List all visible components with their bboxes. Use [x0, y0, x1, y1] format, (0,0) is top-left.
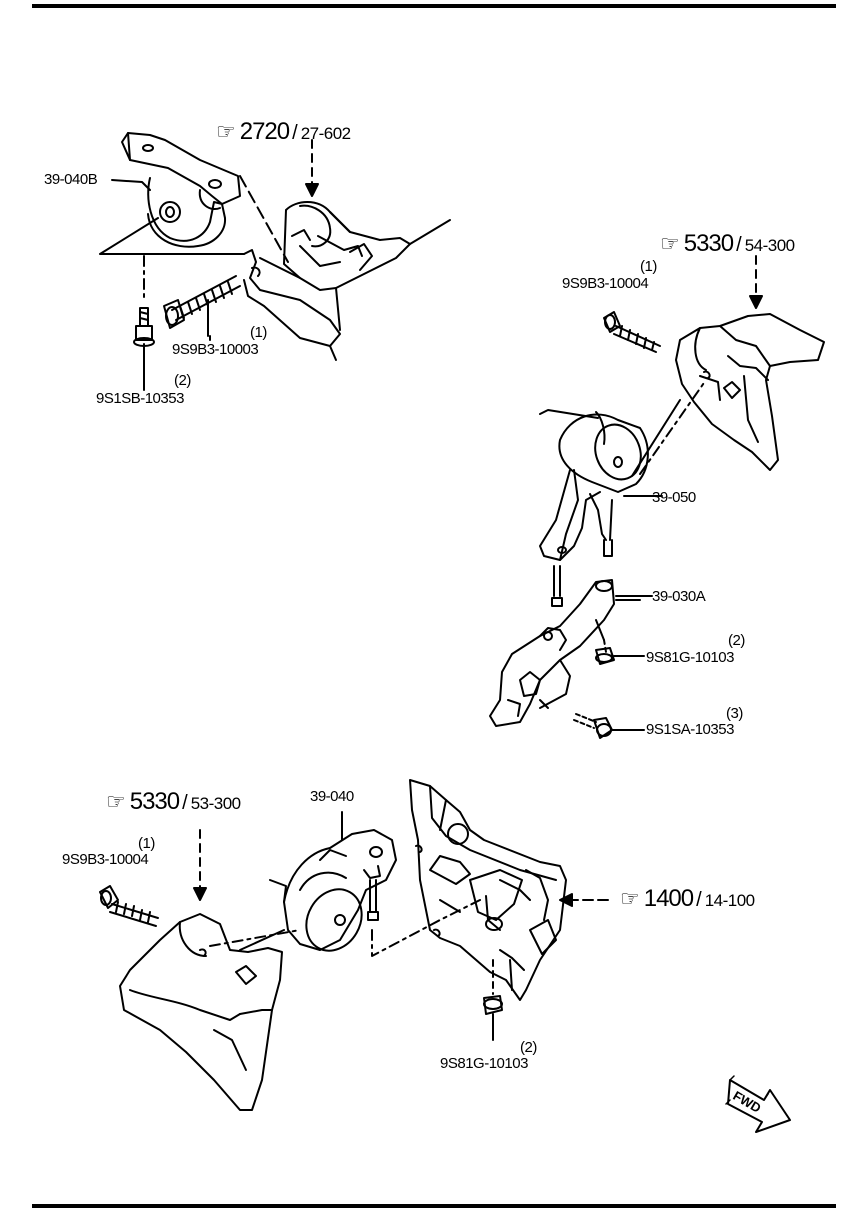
- bolt-9S1SA-10353: [573, 713, 645, 739]
- pointing-hand-icon: ☞: [216, 119, 236, 144]
- nut-9S81G-10103-right: [595, 647, 645, 665]
- frame-bracket-right: [675, 255, 825, 471]
- reference-2720[interactable]: ☞ 2720 / 27-602: [216, 120, 351, 144]
- part-label-9S9B3-10003: 9S9B3-10003: [172, 341, 259, 358]
- reference-sub: 53-300: [190, 794, 241, 813]
- part-label-9S81G-10103-right: 9S81G-10103: [646, 649, 734, 666]
- bolt-9S9B3-10004-left: [99, 885, 159, 927]
- qty-label-9S9B3-10003: (1): [250, 324, 267, 341]
- bottom-rule: [32, 1204, 836, 1208]
- part-label-39-030A: 39-030A: [652, 588, 706, 605]
- reference-5330-right[interactable]: ☞ 5330 / 54-300: [660, 232, 795, 256]
- qty-label-9S1SB-10353: (2): [174, 372, 191, 389]
- reference-sub: 14-100: [704, 891, 755, 910]
- bracket-39-030A: [489, 579, 641, 727]
- reference-1400[interactable]: ☞ 1400 / 14-100: [620, 887, 755, 911]
- reference-slash: /: [736, 234, 742, 256]
- part-label-39-040: 39-040: [310, 788, 354, 805]
- mount-39-040B: [99, 132, 245, 255]
- qty-label-9S9B3-10004-left: (1): [138, 835, 155, 852]
- nut-9S81G-10103-bottom: [483, 959, 503, 1041]
- fwd-arrow: [725, 1075, 791, 1133]
- part-label-9S1SA-10353: 9S1SA-10353: [646, 721, 734, 738]
- frame-bracket-left: [119, 829, 283, 1111]
- bolt-9S9B3-10003: [163, 275, 241, 337]
- reference-5330-left[interactable]: ☞ 5330 / 53-300: [106, 790, 241, 814]
- part-label-9S9B3-10004-right: 9S9B3-10004: [562, 275, 649, 292]
- pointing-hand-icon: ☞: [620, 886, 640, 911]
- part-label-9S81G-10103-bottom: 9S81G-10103: [440, 1055, 528, 1072]
- transmission-bracket-14-100: [409, 779, 613, 1001]
- reference-main: 2720: [239, 118, 290, 145]
- reference-slash: /: [292, 122, 298, 144]
- bolt-9S9B3-10004-right: [603, 311, 661, 353]
- qty-label-9S9B3-10004-right: (1): [640, 258, 657, 275]
- transmission-housing: [239, 139, 451, 361]
- reference-main: 5330: [683, 230, 734, 257]
- reference-sub: 54-300: [744, 236, 795, 255]
- pointing-hand-icon: ☞: [660, 231, 680, 256]
- reference-slash: /: [182, 792, 188, 814]
- reference-main: 1400: [643, 885, 694, 912]
- part-label-39-040B: 39-040B: [44, 171, 98, 188]
- pointing-hand-icon: ☞: [106, 789, 126, 814]
- part-label-39-050: 39-050: [652, 489, 696, 506]
- qty-label-9S81G-10103-bottom: (2): [520, 1039, 537, 1056]
- reference-slash: /: [696, 889, 702, 911]
- mount-39-040: [209, 811, 481, 957]
- top-rule: [32, 4, 836, 8]
- qty-label-9S1SA-10353: (3): [726, 705, 743, 722]
- qty-label-9S81G-10103-right: (2): [728, 632, 745, 649]
- part-label-9S1SB-10353: 9S1SB-10353: [96, 390, 184, 407]
- part-label-9S9B3-10004-left: 9S9B3-10004: [62, 851, 149, 868]
- bolt-9S1SB-10353: [133, 255, 155, 391]
- reference-sub: 27-602: [300, 124, 351, 143]
- label-leaders: [111, 179, 663, 597]
- reference-main: 5330: [129, 788, 180, 815]
